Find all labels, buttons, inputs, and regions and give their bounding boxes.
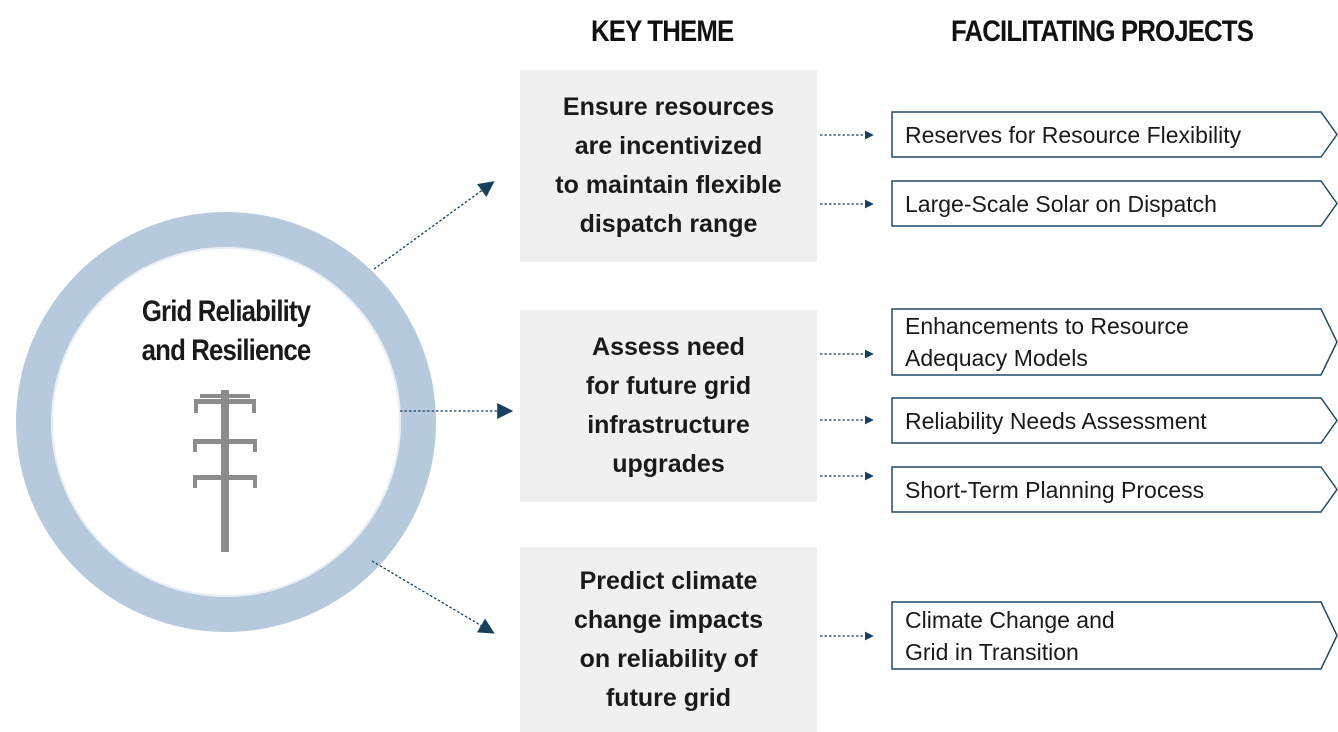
theme-3-line-4: future grid xyxy=(605,683,731,712)
theme-2-line-2: for future grid xyxy=(585,372,752,400)
project-label-line-1: Climate Change and xyxy=(905,606,1115,633)
project-reliability-needs: Reliability Needs Assessment xyxy=(891,397,1338,444)
project-chevron-frame xyxy=(891,308,1338,376)
theme-3-line-3: on reliability of xyxy=(579,644,758,673)
project-short-term-planning: Short-Term Planning Process xyxy=(891,466,1338,513)
theme-box-2: Assess need for future grid infrastructu… xyxy=(520,310,817,502)
facilitating-projects-header: FACILITATING PROJECTS xyxy=(951,15,1254,48)
key-theme-header: KEY THEME xyxy=(591,15,734,48)
theme-box-1: Ensure resources are incentivized to mai… xyxy=(520,70,817,262)
project-chevron-frame xyxy=(891,601,1338,670)
project-label-line-2: Grid in Transition xyxy=(905,638,1079,665)
project-reserves-flexibility: Reserves for Resource Flexibility xyxy=(891,111,1338,158)
theme-3-line-1: Predict climate xyxy=(579,566,758,595)
project-chevron-frame xyxy=(891,111,1338,158)
hub-title-line-2: and Resilience xyxy=(141,334,312,367)
project-label: Large-Scale Solar on Dispatch xyxy=(905,190,1217,217)
theme-1-line-3: to maintain flexible xyxy=(555,171,782,199)
theme-3-line-2: change impacts xyxy=(574,605,763,634)
project-label-line-1: Enhancements to Resource xyxy=(905,313,1189,339)
project-label: Reliability Needs Assessment xyxy=(905,407,1207,434)
project-resource-adequacy: Enhancements to Resource Adequacy Models xyxy=(891,308,1338,376)
hub-to-theme-1-arrow xyxy=(373,181,495,270)
project-chevron-frame xyxy=(891,466,1338,513)
theme-2-line-4: upgrades xyxy=(612,450,725,478)
project-climate-change: Climate Change and Grid in Transition xyxy=(891,601,1338,670)
transmission-tower-icon xyxy=(193,390,257,552)
theme-1-line-2: are incentivized xyxy=(574,132,763,160)
theme-2-line-1: Assess need xyxy=(592,333,745,361)
project-chevron-frame xyxy=(891,180,1338,227)
hub-title: Grid Reliability and Resilience xyxy=(96,292,356,370)
hub-to-theme-3-arrow xyxy=(371,560,495,634)
project-solar-dispatch: Large-Scale Solar on Dispatch xyxy=(891,180,1338,227)
project-label-line-2: Adequacy Models xyxy=(905,345,1088,371)
theme-box-3: Predict climate change impacts on reliab… xyxy=(520,547,817,732)
theme-1-line-4: dispatch range xyxy=(579,210,758,238)
project-label: Short-Term Planning Process xyxy=(905,476,1205,503)
theme-2-line-3: infrastructure xyxy=(587,411,750,439)
project-label: Reserves for Resource Flexibility xyxy=(905,121,1242,148)
theme-1-line-1: Ensure resources xyxy=(562,93,775,121)
project-chevron-frame xyxy=(891,397,1338,444)
hub-title-line-1: Grid Reliability xyxy=(141,295,311,328)
